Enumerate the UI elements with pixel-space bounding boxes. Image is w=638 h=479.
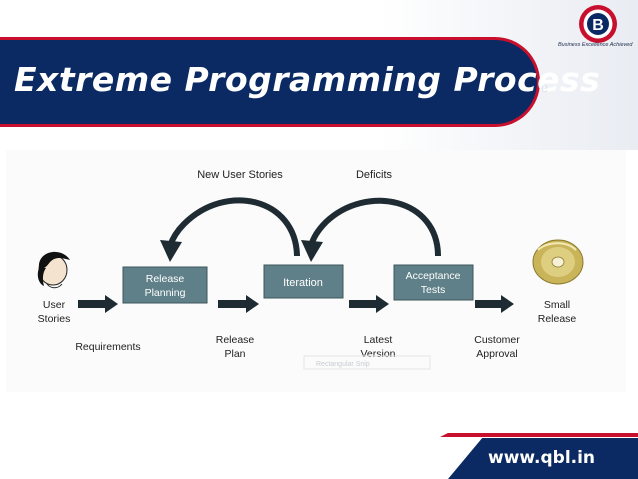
arrow-user-stories-to-release-planning — [78, 295, 118, 313]
title-ghost-text: e — [541, 80, 549, 95]
deficits-label: Deficits — [356, 169, 393, 181]
title-banner — [0, 37, 540, 127]
release-planning-label-2: Planning — [145, 287, 186, 299]
iteration-box: Iteration — [263, 264, 344, 299]
release-planning-box: Release Planning — [122, 266, 208, 304]
deficits-loop-arrow — [301, 197, 441, 262]
faint-caption: Rectangular Snip — [316, 361, 370, 368]
cd-disc-icon — [532, 239, 584, 285]
diagram-panel: User Stories New User Stories Deficits R… — [6, 150, 626, 392]
release-plan-label-1: Release — [216, 334, 255, 346]
xp-process-diagram: User Stories New User Stories Deficits R… — [37, 169, 584, 370]
flow-arrows — [78, 295, 514, 313]
new-user-stories-loop-arrow — [160, 197, 300, 262]
small-release-label-1: Small — [544, 299, 570, 311]
faint-caption-box — [303, 355, 431, 370]
acceptance-tests-box: Acceptance Tests — [393, 264, 474, 301]
arrow-iteration-to-acceptance — [349, 295, 389, 313]
iteration-label: Iteration — [283, 277, 323, 289]
new-user-stories-label: New User Stories — [197, 169, 283, 181]
release-plan-label-2: Plan — [224, 348, 245, 360]
acceptance-tests-label-2: Tests — [421, 284, 446, 296]
logo-letter: B — [592, 17, 604, 34]
footer-accent-stripe — [440, 433, 638, 437]
company-logo-icon: B — [579, 5, 617, 43]
release-planning-label-1: Release — [146, 273, 185, 285]
latest-version-label-2: Version — [360, 348, 395, 360]
footer-banner — [448, 438, 638, 479]
acceptance-tests-label-1: Acceptance — [406, 270, 461, 282]
requirements-label: Requirements — [75, 341, 140, 353]
website-url: www.qbl.in — [488, 448, 596, 468]
logo-caption: Business Excellence Achieved — [558, 42, 633, 48]
page-title: Extreme Programming Process — [14, 60, 601, 99]
user-stories-label-1: User — [43, 299, 66, 311]
user-avatar-icon — [37, 251, 70, 289]
arrow-acceptance-to-release — [475, 295, 514, 313]
user-stories-label-2: Stories — [38, 313, 71, 325]
latest-version-label-1: Latest — [364, 334, 393, 346]
customer-approval-label-1: Customer — [474, 334, 520, 346]
arrow-release-planning-to-iteration — [218, 295, 259, 313]
small-release-label-2: Release — [538, 313, 577, 325]
customer-approval-label-2: Approval — [476, 348, 517, 360]
